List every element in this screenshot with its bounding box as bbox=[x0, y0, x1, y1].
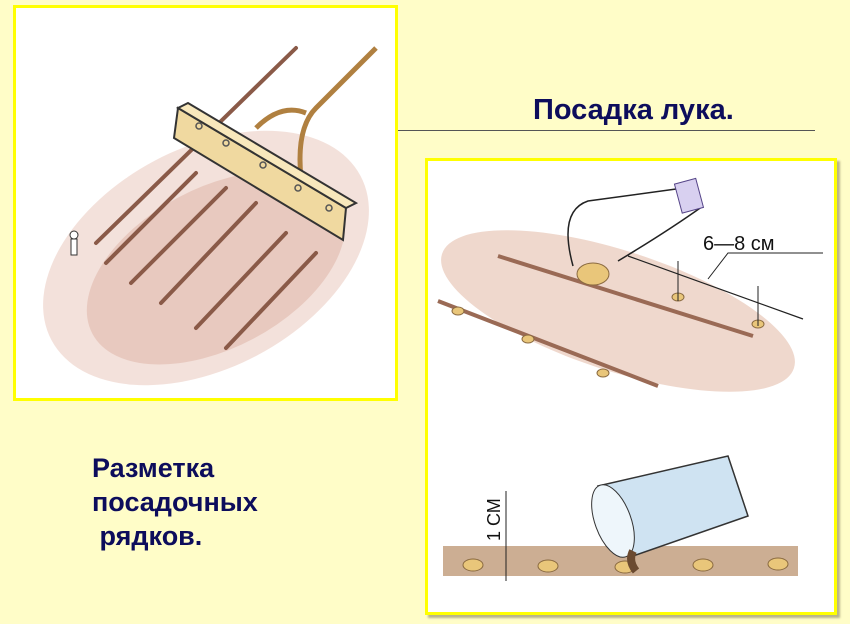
caption-line-2: посадочных bbox=[92, 487, 258, 517]
rake-illustration-frame bbox=[13, 5, 398, 401]
caption-marking-rows: Разметка посадочных рядков. bbox=[92, 451, 258, 553]
caption-line-1: Разметка bbox=[92, 453, 215, 483]
onion-planting-frame: 6—8 см 1 СМ bbox=[425, 158, 837, 615]
caption-line-3: рядков. bbox=[92, 521, 203, 551]
title-underline bbox=[398, 130, 815, 131]
onion-planting-illustration: 6—8 см 1 СМ bbox=[437, 177, 823, 581]
slide-title: Посадка лука. bbox=[533, 94, 734, 126]
rake-marking-illustration bbox=[43, 46, 378, 386]
spacing-label: 6—8 см bbox=[703, 233, 775, 255]
depth-label: 1 СМ bbox=[484, 498, 504, 541]
